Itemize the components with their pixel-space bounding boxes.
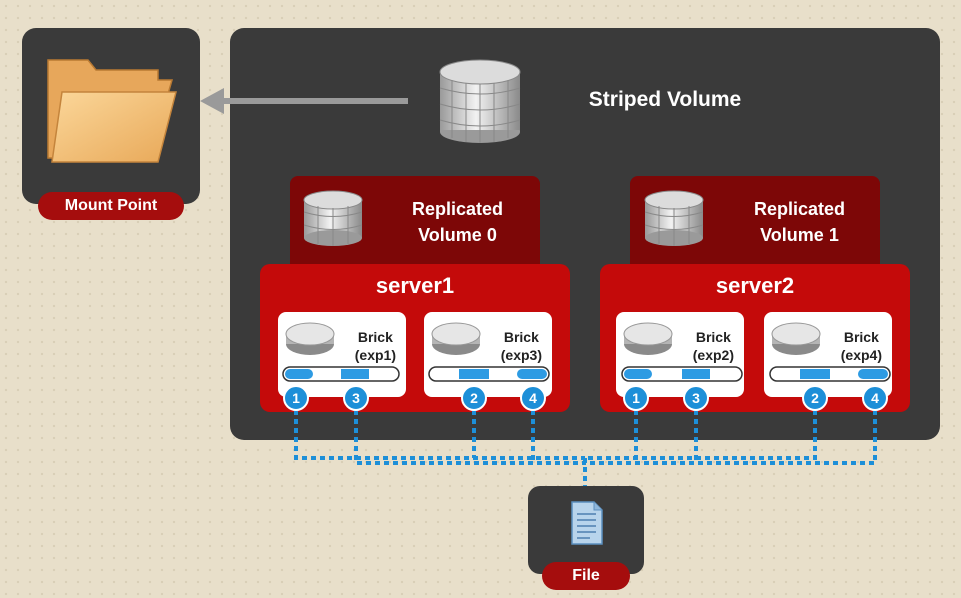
brick-exp1: Brick (exp1) bbox=[278, 312, 406, 397]
server1-label: server1 bbox=[375, 273, 455, 298]
brick-id: (exp2) bbox=[692, 347, 734, 363]
file-panel bbox=[528, 486, 644, 574]
mount-point-label: Mount Point bbox=[38, 192, 184, 220]
brick-id: (exp3) bbox=[500, 347, 542, 363]
brick-exp4: Brick (exp4) bbox=[764, 312, 892, 397]
server2-label: server2 bbox=[715, 273, 795, 298]
brick-label: Brick bbox=[357, 329, 393, 345]
brick-label: Brick bbox=[695, 329, 731, 345]
brick-exp3: Brick (exp3) bbox=[424, 312, 552, 397]
brick-id: (exp1) bbox=[354, 347, 396, 363]
brick-exp2: Brick (exp2) bbox=[616, 312, 744, 397]
mount-point-panel bbox=[22, 28, 200, 204]
brick-id: (exp4) bbox=[840, 347, 882, 363]
brick-label: Brick bbox=[843, 329, 879, 345]
striped-volume-title: Striped Volume bbox=[588, 88, 742, 111]
brick-label: Brick bbox=[503, 329, 539, 345]
file-label: File bbox=[542, 562, 630, 590]
